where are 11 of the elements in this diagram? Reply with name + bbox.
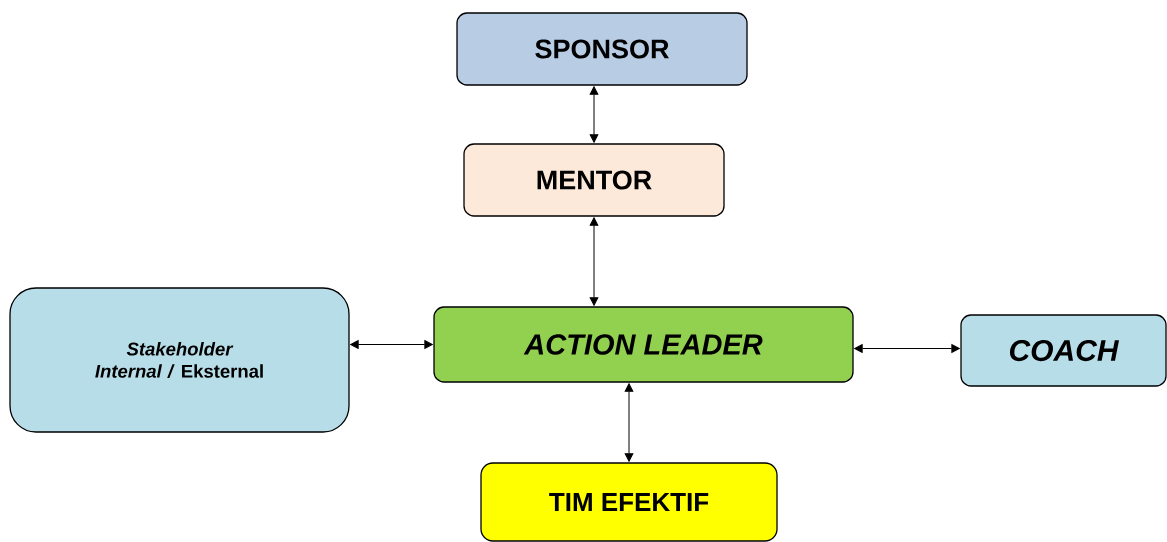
process-box: Stakeholder Internal / Eksternal [9,287,350,433]
arrow [589,217,599,306]
arrow [589,86,599,143]
process-box: MENTOR [463,143,725,217]
process-box: COACH [960,314,1167,387]
arrow [624,383,634,462]
process-box: SPONSOR [456,12,748,86]
arrow [854,344,960,353]
process-box: TIM EFEKTIF [480,462,778,542]
arrow [350,340,433,349]
process-box: ACTION LEADER [433,306,854,383]
